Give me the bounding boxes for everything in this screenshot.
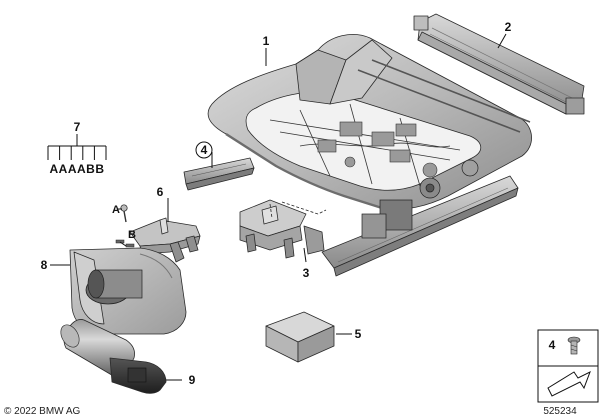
seat-rail-upper xyxy=(413,13,585,115)
callout-2: 2 xyxy=(505,20,512,34)
label-b: B xyxy=(128,229,136,241)
seat-motor xyxy=(60,319,167,394)
callout-5: 5 xyxy=(355,327,362,341)
clip-b xyxy=(115,239,135,248)
variant-tree xyxy=(47,134,107,160)
label-a: A xyxy=(112,204,120,216)
leader-lines xyxy=(50,33,507,381)
copyright-text: © 2022 BMW AG xyxy=(4,406,81,417)
seat-rail-lower-left xyxy=(183,157,255,191)
callout-1: 1 xyxy=(263,34,270,48)
small-bracket xyxy=(129,217,201,263)
callout-3: 3 xyxy=(303,266,310,280)
callout-9: 9 xyxy=(189,373,196,387)
variant-letters: AAAABB xyxy=(50,162,105,176)
screw-a xyxy=(120,204,128,223)
legend-number: 4 xyxy=(549,338,556,352)
arrow-icon xyxy=(547,370,591,397)
callout-4: 4 xyxy=(201,143,208,157)
callout-7: 7 xyxy=(74,120,81,134)
screw-icon xyxy=(567,336,581,355)
callout-6: 6 xyxy=(157,185,164,199)
diagram-id: 525234 xyxy=(543,406,577,417)
callout-4-circle xyxy=(195,141,213,159)
seat-frame xyxy=(207,34,532,277)
callout-8: 8 xyxy=(41,258,48,272)
mounting-bracket xyxy=(239,199,327,259)
foam-box xyxy=(265,311,335,363)
legend-box xyxy=(537,329,599,403)
motor-housing xyxy=(69,247,187,335)
